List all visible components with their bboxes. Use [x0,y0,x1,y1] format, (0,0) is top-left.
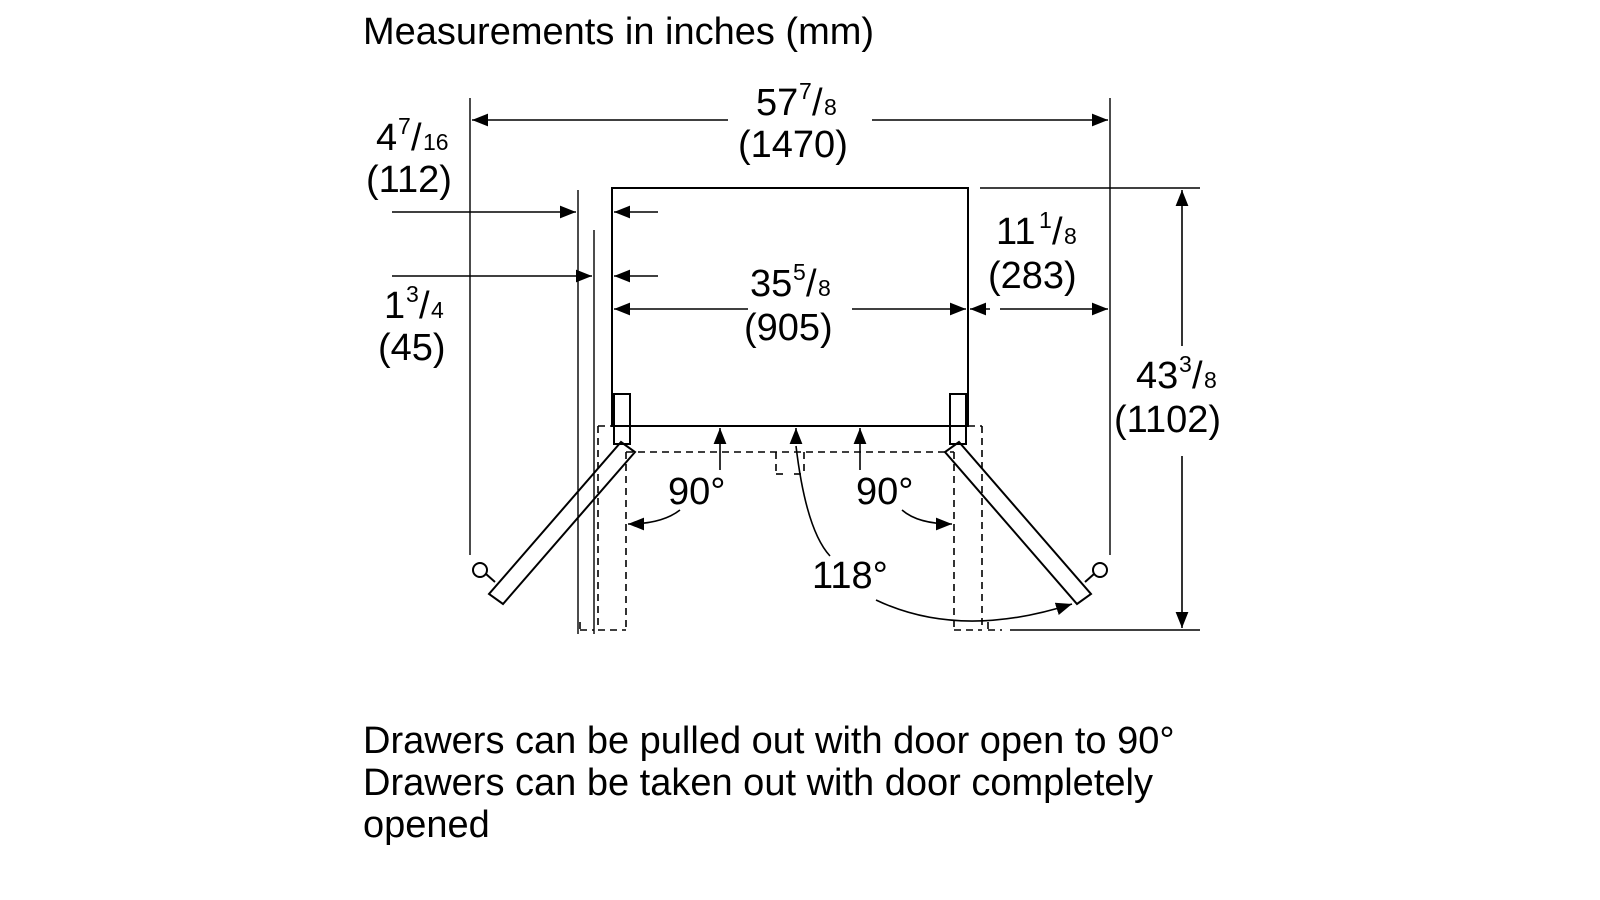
note-take-out: Drawers can be taken out with door compl… [363,762,1164,846]
depth-mm: (1102) [1114,399,1221,441]
cabinet-width-den: 8 [818,275,831,301]
side-clearance-den: 16 [423,129,449,155]
full-open-arc [875,599,1073,622]
right-90-arc [901,509,953,531]
left-door-angle: 90° [668,471,725,513]
door-offset-num: 3 [406,281,419,307]
overall-width-mm: (1470) [738,124,848,166]
svg-text:/: / [806,263,817,305]
right-door-angle: 90° [856,471,913,513]
full-open-arc-start [795,445,831,557]
dimension-labels: 57 7 / 8 (1470) 4 7 / 16 (112) 1 3 / 4 (… [366,78,1221,597]
overall-width-den: 8 [824,94,837,120]
door-90-outlines [579,425,1002,631]
side-clearance-whole: 4 [376,117,397,159]
right-door-handle [1092,562,1108,578]
overall-width-num: 7 [799,78,812,104]
svg-text:/: / [1052,211,1063,253]
note-pull-out: Drawers can be pulled out with door open… [363,720,1175,762]
cabinet-width-num: 5 [793,259,806,285]
side-clearance-mm: (112) [366,159,452,201]
svg-text:/: / [1192,355,1203,397]
door-offset-whole: 1 [384,285,405,327]
side-clearance-num: 7 [398,113,411,139]
cabinet-body [611,187,969,427]
diagram-title: Measurements in inches (mm) [363,11,874,53]
right-door-open [943,440,1093,606]
dimension-lines [392,113,1189,628]
overall-width-whole: 57 [756,82,798,124]
svg-text:/: / [411,117,422,159]
depth-whole: 43 [1136,355,1178,397]
depth-num: 3 [1179,351,1192,377]
right-hinge [949,393,967,445]
cabinet-width-mm: (905) [744,307,833,349]
door-swing-den: 8 [1064,223,1077,249]
notes-block: Drawers can be pulled out with door open… [363,720,1263,846]
door-swing-whole: 11 [996,211,1035,253]
depth-den: 8 [1204,367,1217,393]
left-hinge [613,393,631,445]
left-door-open [487,440,637,606]
full-open-angle: 118° [812,555,888,597]
door-offset-mm: (45) [378,327,446,369]
left-door-handle [472,562,488,578]
left-90-arc [627,509,681,531]
door-swing-num: 1 [1039,207,1052,233]
svg-text:/: / [812,82,823,124]
door-offset-den: 4 [431,297,444,323]
svg-text:/: / [419,285,430,327]
diagram-geometry [469,98,1200,634]
door-swing-mm: (283) [988,255,1077,297]
cabinet-width-whole: 35 [750,263,792,305]
